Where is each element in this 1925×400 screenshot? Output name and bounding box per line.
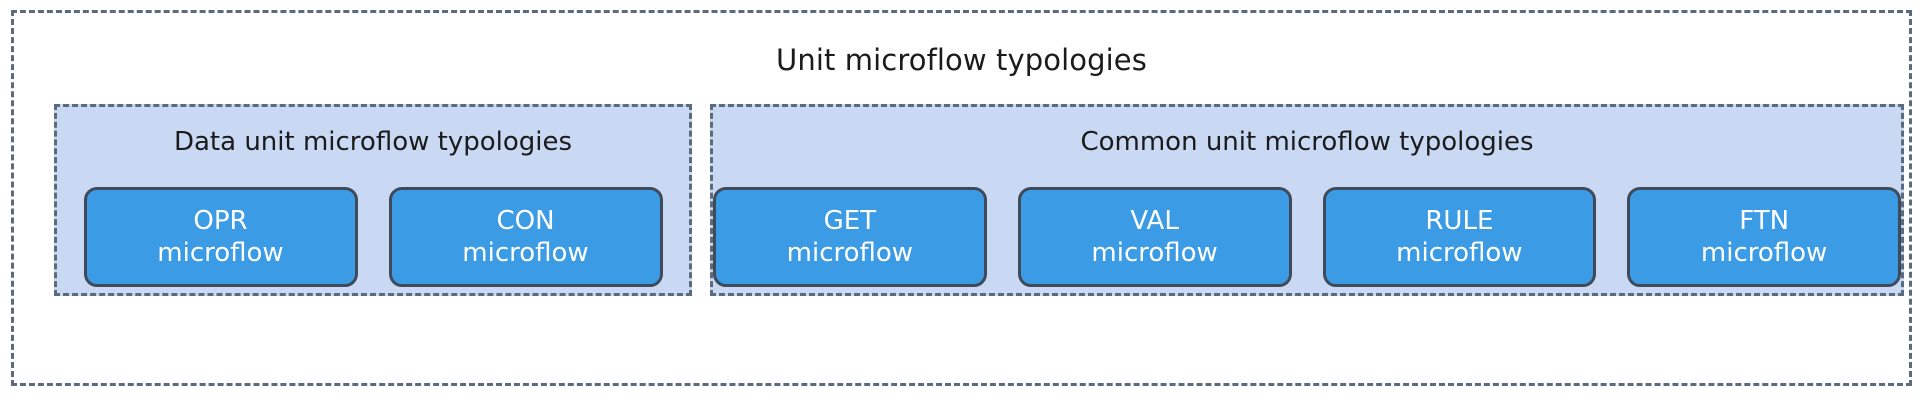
node-ftn-microflow[interactable]: FTN microflow xyxy=(1627,187,1901,287)
node-code: RULE xyxy=(1425,206,1494,236)
group-panel-data-unit: Data unit microflow typologies OPR micro… xyxy=(54,104,692,296)
node-row-data-unit: OPR microflow CON microflow xyxy=(57,187,689,287)
node-subtitle: microflow xyxy=(1091,238,1218,268)
node-get-microflow[interactable]: GET microflow xyxy=(713,187,987,287)
node-opr-microflow[interactable]: OPR microflow xyxy=(83,187,358,287)
node-code: OPR xyxy=(193,206,248,236)
node-code: FTN xyxy=(1739,206,1790,236)
node-val-microflow[interactable]: VAL microflow xyxy=(1017,187,1292,287)
node-code: CON xyxy=(496,206,555,236)
node-row-common-unit: GET microflow VAL microflow RULE microfl… xyxy=(713,187,1901,287)
node-rule-microflow[interactable]: RULE microflow xyxy=(1322,187,1597,287)
node-subtitle: microflow xyxy=(786,238,914,268)
page-title: Unit microflow typologies xyxy=(776,43,1147,77)
node-subtitle: microflow xyxy=(1700,238,1828,268)
node-subtitle: microflow xyxy=(157,238,284,268)
node-subtitle: microflow xyxy=(462,238,589,268)
group-panel-common-unit: Common unit microflow typologies GET mic… xyxy=(710,104,1904,296)
node-con-microflow[interactable]: CON microflow xyxy=(388,187,663,287)
node-code: GET xyxy=(823,206,877,236)
outer-dashed-frame: Unit microflow typologies Data unit micr… xyxy=(11,10,1912,386)
node-subtitle: microflow xyxy=(1396,238,1523,268)
node-code: VAL xyxy=(1130,206,1179,236)
group-title-data-unit: Data unit microflow typologies xyxy=(173,127,573,157)
group-title-common-unit: Common unit microflow typologies xyxy=(1080,127,1534,157)
